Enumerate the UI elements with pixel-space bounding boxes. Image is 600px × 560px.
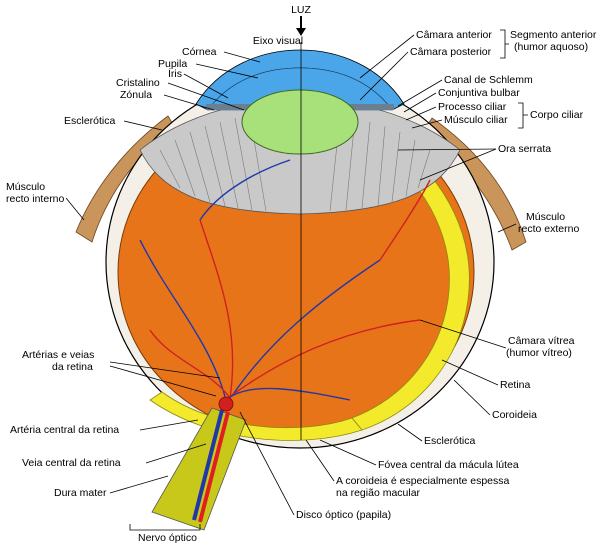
label-segmento-anterior-2: (humor aquoso) xyxy=(514,41,588,53)
leader-lines xyxy=(65,34,517,516)
label-nervo-optico: Nervo óptico xyxy=(138,532,197,544)
label-zonula: Zónula xyxy=(120,89,152,101)
bracket-segmento-anterior xyxy=(500,29,509,59)
label-camara-vitrea-2: (humor vítreo) xyxy=(506,347,572,359)
label-cornea: Córnea xyxy=(182,46,217,58)
label-arteria-central: Artéria central da retina xyxy=(10,424,119,436)
label-canal-schlemm: Canal de Schlemm xyxy=(444,74,533,86)
label-processo-ciliar: Processo ciliar xyxy=(438,101,507,113)
optic-nerve xyxy=(151,396,247,531)
label-dura-mater: Dura mater xyxy=(54,487,107,499)
label-retina: Retina xyxy=(500,379,531,391)
label-musculo-interno-2: recto interno xyxy=(6,193,65,205)
label-coroideia-nota-1: A coroideia é especialmente espessa xyxy=(336,475,510,487)
label-conjuntiva-bulbar: Conjuntiva bulbar xyxy=(438,87,520,99)
label-musculo-externo-2: recto externo xyxy=(518,223,579,235)
label-disco-optico: Disco óptico (papila) xyxy=(296,509,391,521)
bracket-corpo-ciliar xyxy=(518,102,528,129)
label-musculo-externo-1: Músculo xyxy=(526,211,565,223)
label-segmento-anterior-1: Segmento anterior xyxy=(510,29,597,41)
label-esclerotica-bottom: Esclerótica xyxy=(424,435,476,447)
label-camara-anterior: Câmara anterior xyxy=(416,29,492,41)
bracket-nervo-optico xyxy=(129,524,201,531)
label-musculo-ciliar: Músculo ciliar xyxy=(444,114,508,126)
label-veia-central: Veia central da retina xyxy=(22,457,121,469)
label-coroideia-nota-2: na região macular xyxy=(336,487,421,499)
label-arterias-veias-1: Artérias e veias xyxy=(22,349,94,361)
label-iris: Íris xyxy=(168,67,182,80)
label-coroideia: Coroideia xyxy=(492,409,537,421)
label-cristalino: Cristalino xyxy=(116,77,160,89)
label-luz: LUZ xyxy=(291,4,311,16)
label-musculo-interno-1: Músculo xyxy=(6,181,45,193)
label-camara-vitrea-1: Câmara vítrea xyxy=(508,335,575,347)
light-arrow: LUZ xyxy=(291,4,312,36)
retinal-vessels xyxy=(139,159,431,401)
iris-left xyxy=(206,104,270,110)
lens xyxy=(241,89,359,155)
anterior-chamber xyxy=(207,67,393,111)
label-eixo-visual: Eixo visual xyxy=(253,35,303,47)
label-corpo-ciliar: Corpo ciliar xyxy=(530,109,584,121)
label-ora-serrata: Ora serrata xyxy=(498,143,551,155)
label-camara-posterior: Câmara posterior xyxy=(410,46,492,58)
label-pupila: Pupila xyxy=(158,58,187,70)
label-esclerotica-top: Esclerótica xyxy=(64,115,116,127)
label-arterias-veias-2: da retina xyxy=(52,361,93,373)
label-fovea: Fóvea central da mácula lútea xyxy=(378,459,519,471)
iris-right xyxy=(330,104,394,110)
